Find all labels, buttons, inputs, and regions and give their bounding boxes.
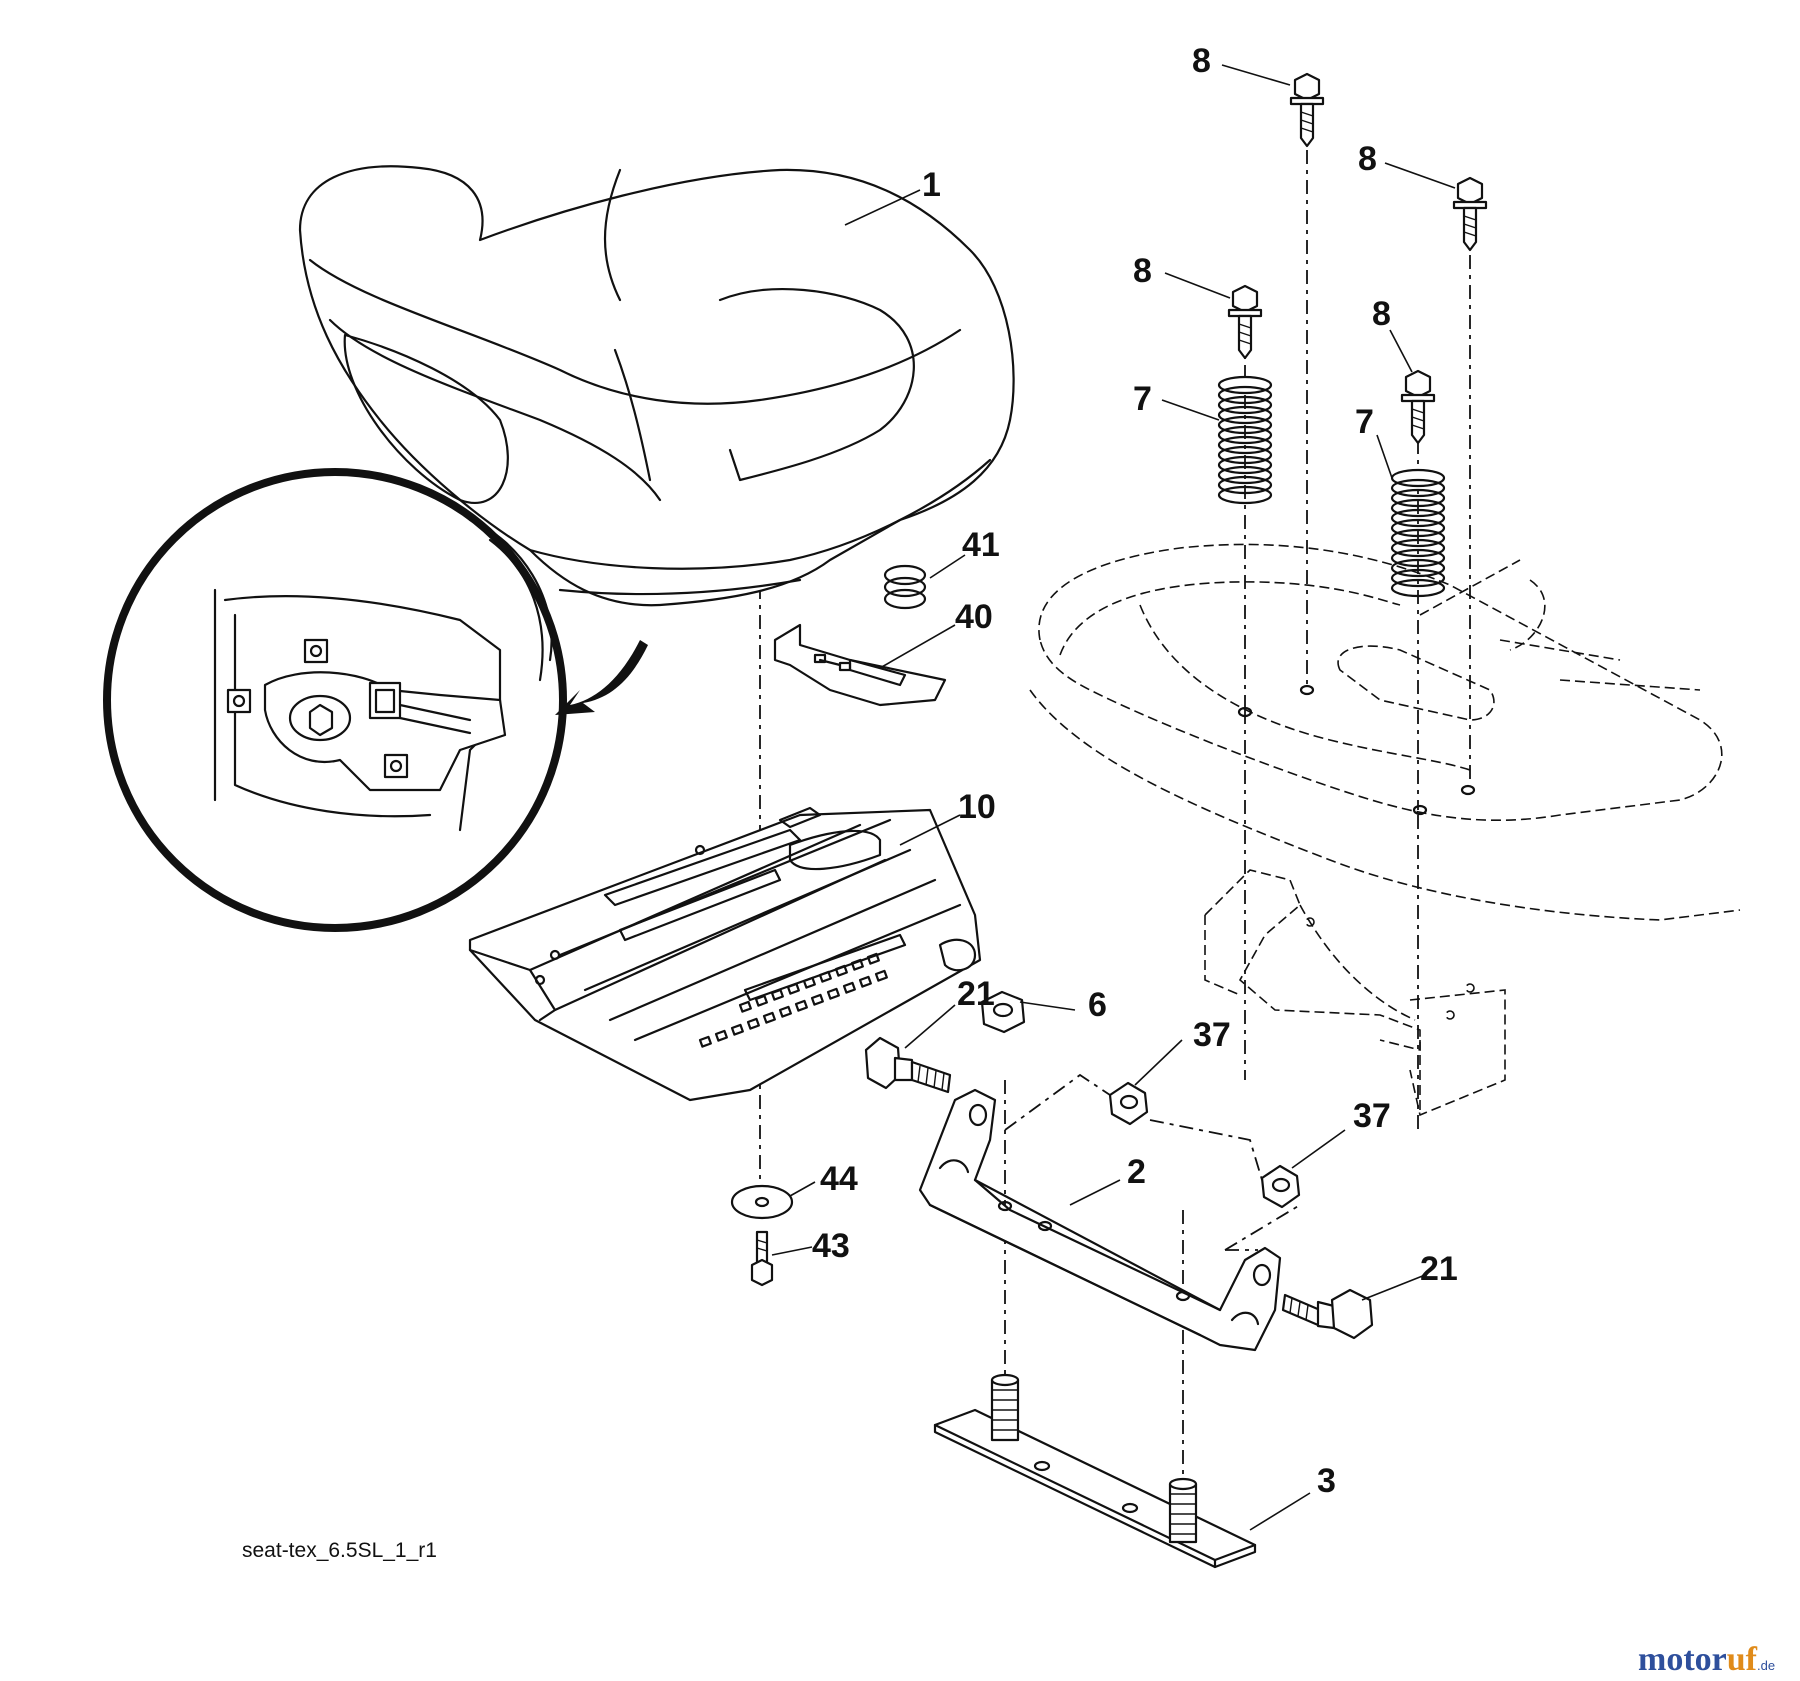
fender-frame-outline: [1029, 543, 1741, 1117]
callout-41: 41: [962, 526, 1000, 564]
bolt-21-icon: [1281, 1288, 1374, 1340]
callout-6: 6: [1088, 986, 1107, 1024]
spring-7-icon: [1390, 468, 1446, 598]
seat-1-icon: [298, 165, 1015, 607]
nut-37-icon: [1260, 1164, 1301, 1209]
frame-mounting-holes: [1237, 684, 1476, 816]
callout-7: 7: [1355, 403, 1374, 441]
bolt-43-icon: [750, 1230, 774, 1287]
spring-7-icon: [1217, 375, 1273, 505]
callout-37: 37: [1193, 1016, 1231, 1054]
detail-arrow-icon: [555, 640, 648, 715]
watermark-logo: motoruf.de: [1638, 1641, 1775, 1678]
callout-21: 21: [1420, 1250, 1458, 1288]
callout-7: 7: [1133, 380, 1152, 418]
callout-37: 37: [1353, 1097, 1391, 1135]
watermark-accent: uf: [1727, 1641, 1758, 1678]
seat-pan-10-icon: [468, 806, 982, 1102]
callout-8: 8: [1372, 295, 1391, 333]
bolt-8-icon: [1400, 369, 1436, 445]
alignment-guides: [1004, 1073, 1301, 1251]
svg-text:motoruf.de: motoruf.de: [1638, 1641, 1775, 1678]
bolt-8-icon: [1227, 284, 1263, 360]
nut-37-icon: [1108, 1081, 1149, 1126]
plate-3-icon: [933, 1408, 1257, 1569]
spring-41-icon: [883, 564, 927, 610]
callout-1: 1: [922, 166, 941, 204]
callout-8: 8: [1192, 42, 1211, 80]
seat-pan-slot-row: [698, 969, 888, 1048]
diagram-caption: seat-tex_6.5SL_1_r1: [242, 1539, 437, 1562]
callout-2: 2: [1127, 1153, 1146, 1191]
callout-3: 3: [1317, 1462, 1336, 1500]
stud-icon: [990, 1373, 1020, 1442]
bolt-8-icon: [1452, 176, 1488, 252]
callout-8: 8: [1358, 140, 1377, 178]
callout-43: 43: [812, 1227, 850, 1265]
watermark-suffix: .de: [1757, 1658, 1775, 1673]
bracket-2-icon: [918, 1088, 1282, 1352]
callout-21: 21: [957, 975, 995, 1013]
leader-lines: [771, 64, 1456, 1531]
watermark-name: motor: [1638, 1641, 1727, 1678]
bolt-21-icon: [864, 1036, 952, 1094]
bolt-8-icon: [1289, 72, 1325, 148]
clip-40-icon: [773, 623, 947, 707]
washer-44-icon: [730, 1184, 794, 1220]
callout-8: 8: [1133, 252, 1152, 290]
callout-10: 10: [958, 788, 996, 826]
callout-44: 44: [820, 1160, 858, 1198]
stud-icon: [1168, 1477, 1198, 1544]
detail-inset: [103, 468, 567, 932]
seat-pan-slot-row: [738, 952, 880, 1013]
nut-6-icon: [980, 990, 1026, 1034]
callout-40: 40: [955, 598, 993, 636]
